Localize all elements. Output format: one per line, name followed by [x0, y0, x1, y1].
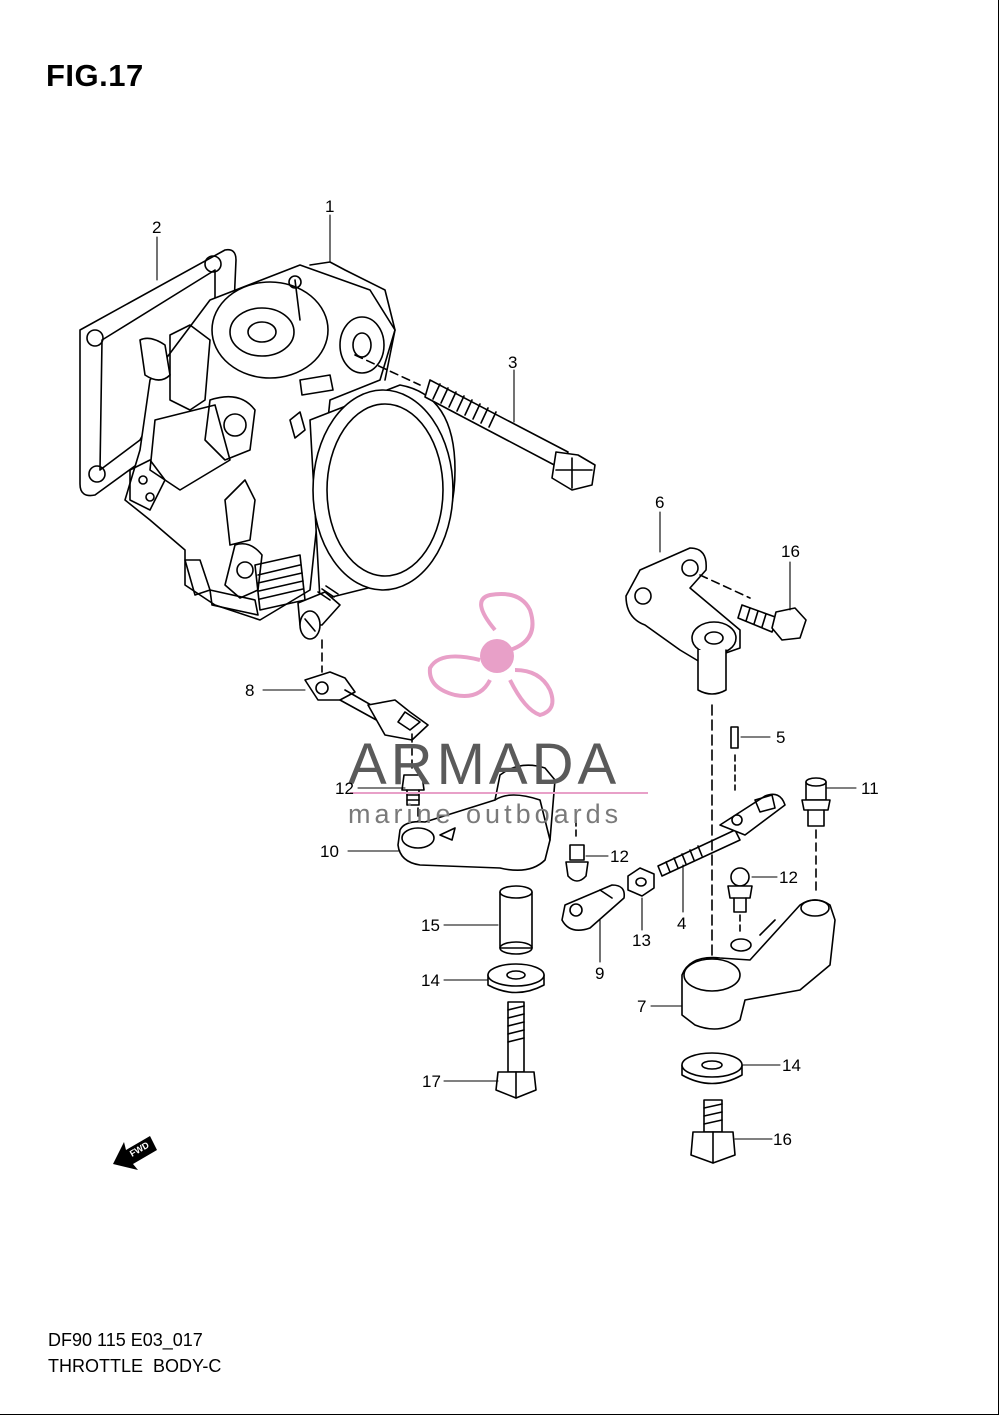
callout-14-left: 14 — [421, 971, 440, 990]
callout-4: 4 — [677, 914, 686, 933]
part-7-lever — [681, 899, 836, 1030]
callout-3: 3 — [508, 353, 517, 372]
callout-12-upper: 12 — [335, 779, 354, 798]
callout-14-right: 14 — [782, 1056, 801, 1075]
propeller-logo — [427, 592, 555, 718]
part-11-pin — [801, 777, 831, 891]
leader-lines — [156, 214, 857, 1140]
callout-6: 6 — [655, 493, 664, 512]
footer-diagram-code: DF90 115 E03_017 — [48, 1330, 203, 1350]
part-4-rod — [657, 793, 786, 877]
part-15-sleeve — [499, 885, 533, 955]
callout-16-lower: 16 — [773, 1130, 792, 1149]
part-8-rod — [304, 639, 429, 771]
part-1-throttle-body — [124, 261, 456, 640]
callout-8: 8 — [245, 681, 254, 700]
fwd-arrow: FWD — [113, 1136, 157, 1170]
callout-15: 15 — [421, 916, 440, 935]
part-9-rod-end — [561, 884, 626, 931]
figure-title: FIG.17 — [46, 58, 144, 93]
callout-11: 11 — [861, 779, 879, 798]
watermark-brand: ARMADA — [348, 732, 620, 797]
part-16a-bolt — [737, 604, 807, 641]
watermark-tagline: marine outboards — [348, 799, 622, 829]
callout-2: 2 — [152, 218, 161, 237]
part-3-bolt — [354, 354, 596, 491]
part-14b-washer — [681, 1052, 743, 1085]
footer-diagram-name: THROTTLE BODY-C — [48, 1356, 222, 1376]
part-13-nut — [627, 867, 655, 897]
callout-17: 17 — [422, 1072, 441, 1091]
part-12c-ball-stud — [727, 867, 753, 936]
part-17-bolt — [495, 1001, 537, 1099]
callout-16-upper: 16 — [781, 542, 800, 561]
part-14a-washer — [487, 963, 545, 994]
callout-10: 10 — [320, 842, 339, 861]
part-6-bracket — [625, 547, 751, 961]
watermark: ARMADA marine outboards — [348, 592, 648, 829]
part-16b-bolt — [690, 1099, 736, 1164]
callout-1: 1 — [325, 197, 334, 216]
part-12b-ball-stud — [565, 819, 589, 882]
part-10-lever — [397, 764, 556, 871]
callout-12-middle: 12 — [610, 847, 629, 866]
callout-12-right: 12 — [779, 868, 798, 887]
callout-9: 9 — [595, 964, 604, 983]
part-5-pin — [730, 726, 739, 791]
callout-13: 13 — [632, 931, 651, 950]
callout-7: 7 — [637, 997, 646, 1016]
callout-labels: 1 2 3 4 5 6 7 8 9 10 11 12 12 12 13 14 1… — [152, 197, 879, 1149]
callout-5: 5 — [776, 728, 785, 747]
